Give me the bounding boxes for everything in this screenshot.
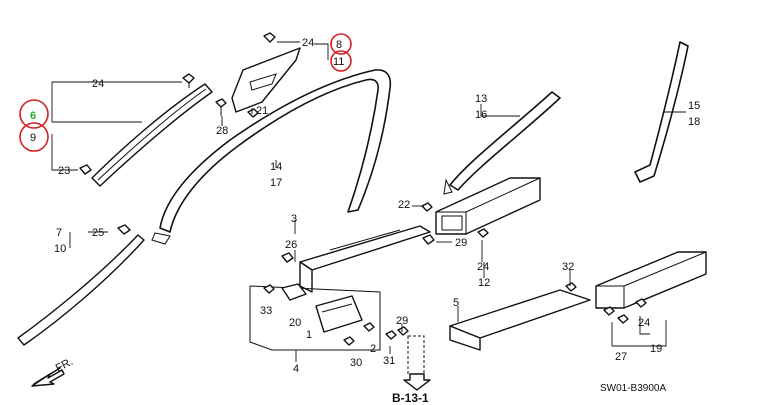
rear-side-step-bracket[interactable] [449,289,591,351]
ring-6 [19,99,49,129]
clip-25[interactable] [117,224,131,235]
door-opening-weatherstrip[interactable] [151,69,392,245]
label-31[interactable]: 31 [383,355,395,367]
label-30[interactable]: 30 [350,357,362,369]
label-21[interactable]: 21 [256,105,268,117]
clip-33[interactable] [263,284,275,294]
label-16[interactable]: 16 [475,109,487,121]
label-3[interactable]: 3 [291,213,297,225]
clip-29-upper[interactable] [422,234,435,245]
clip-32[interactable] [565,282,577,292]
side-sill-garnish-rear[interactable] [595,251,707,309]
label-6[interactable]: 6 [30,110,36,122]
label-2[interactable]: 2 [370,343,376,355]
clip-28[interactable] [215,98,227,116]
label-25[interactable]: 25 [92,227,104,239]
label-4[interactable]: 4 [293,363,299,375]
ring-8 [330,33,352,55]
part-labels: 24 6 9 23 7 10 25 24 8 11 21 28 14 17 13… [30,37,700,375]
label-24a[interactable]: 24 [92,78,104,90]
clip-26[interactable] [281,252,294,263]
label-23[interactable]: 23 [58,165,70,177]
clip-24-rear[interactable] [635,298,647,308]
label-5[interactable]: 5 [453,297,459,309]
front-pillar-garnish-lower[interactable] [17,234,145,346]
label-15[interactable]: 15 [688,100,700,112]
label-17[interactable]: 17 [270,177,282,189]
label-33[interactable]: 33 [260,305,272,317]
label-28[interactable]: 28 [216,125,228,137]
label-24d[interactable]: 24 [638,317,650,329]
front-pillar-garnish-upper[interactable] [91,83,213,187]
ring-9 [19,122,49,152]
label-32[interactable]: 32 [562,261,574,273]
reference-arrow[interactable]: B-13-1 [392,373,431,405]
clip-24-mid[interactable] [477,228,489,238]
diagram-code: SW01-B3900A [600,383,666,394]
clip-22[interactable] [421,202,433,212]
label-8[interactable]: 8 [336,39,342,51]
label-24c[interactable]: 24 [477,261,489,273]
rear-pillar-trim[interactable] [231,47,301,113]
label-18[interactable]: 18 [688,116,700,128]
center-pillar-weatherstrip[interactable] [443,91,561,195]
label-7[interactable]: 7 [56,227,62,239]
reference-label: B-13-1 [392,391,429,405]
label-29a[interactable]: 29 [455,237,467,249]
clip-31[interactable] [385,330,397,340]
leader-lines [51,41,686,362]
kick-panel-assembly[interactable] [249,283,381,351]
label-12[interactable]: 12 [478,277,490,289]
rear-weatherstrip[interactable] [634,41,689,183]
side-sill-garnish-front[interactable] [435,177,541,235]
clip-24-top[interactable] [263,32,276,43]
direction-label: FR. [54,356,75,375]
clip-24-upper[interactable] [182,73,195,88]
clip-29-lower[interactable] [397,326,409,336]
label-9[interactable]: 9 [30,132,36,144]
label-11[interactable]: 11 [333,56,344,68]
label-1[interactable]: 1 [306,329,312,341]
label-26[interactable]: 26 [285,239,297,251]
label-14[interactable]: 14 [270,161,282,173]
reference-bracket[interactable] [407,335,425,375]
label-27[interactable]: 27 [615,351,627,363]
clip-2[interactable] [363,322,375,332]
clip-30[interactable] [343,336,355,346]
clip-23[interactable] [79,164,92,175]
label-13[interactable]: 13 [475,93,487,105]
front-side-step-bracket[interactable] [299,225,431,293]
label-20[interactable]: 20 [289,317,301,329]
label-22[interactable]: 22 [398,199,410,211]
label-29b[interactable]: 29 [396,315,408,327]
highlight-rings [19,33,352,152]
label-24b[interactable]: 24 [302,37,314,49]
ring-11 [330,50,352,72]
label-19[interactable]: 19 [650,343,662,355]
clip-27[interactable] [603,306,629,324]
label-10[interactable]: 10 [54,243,66,255]
front-direction-arrow: FR. [31,356,75,387]
